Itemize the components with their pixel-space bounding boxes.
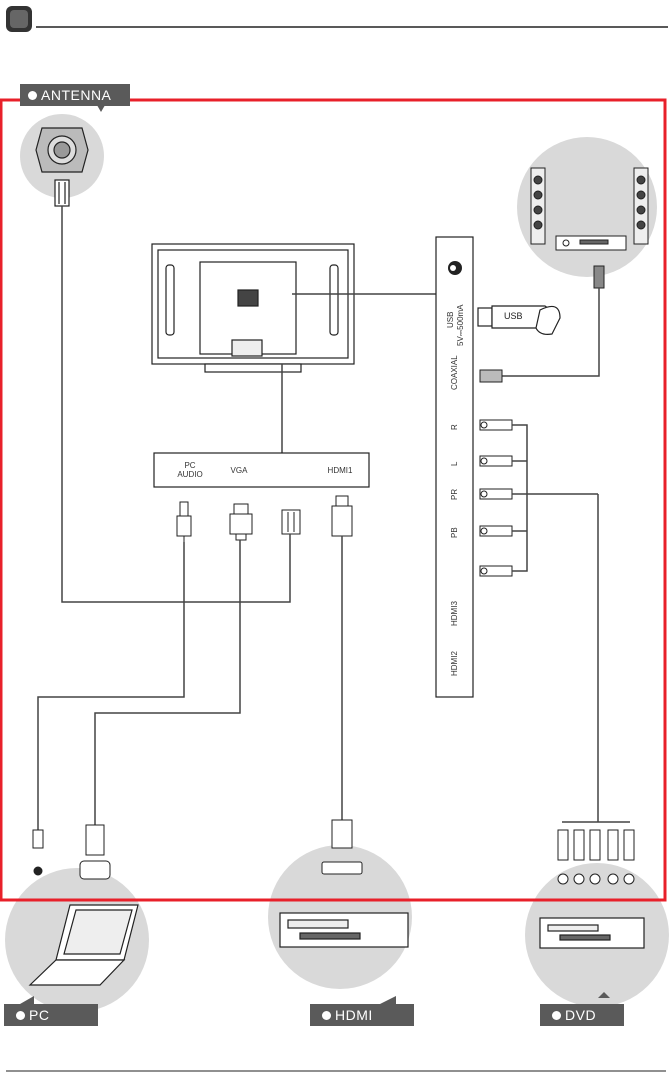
hdmi-plug-icon (332, 496, 352, 536)
port-pc-audio-line1: PC (170, 461, 210, 470)
hdmi-tag-pointer (380, 996, 396, 1004)
port-hdmi1: HDMI1 (320, 466, 360, 475)
headphone-jack-icon (448, 261, 462, 275)
rca-connectors-right (480, 370, 512, 576)
port-usb: USB (446, 312, 455, 328)
pc-audio-plug-icon (177, 502, 191, 542)
port-usb-rating: 5V⎓500mA (456, 304, 466, 346)
dvd-label-text: DVD (565, 1007, 596, 1023)
dvd-label: DVD (540, 1004, 624, 1026)
port-pc-audio-line2: AUDIO (170, 470, 210, 479)
bullet-icon (322, 1011, 331, 1020)
port-r: R (450, 424, 459, 430)
header-badge-inner (10, 10, 28, 28)
vga-plug-icon (230, 504, 252, 540)
component-cable-bundle (512, 425, 598, 822)
tv-rear-icon (152, 244, 354, 372)
pc-label-text: PC (29, 1007, 49, 1023)
port-vga: VGA (222, 466, 256, 475)
vga-cable (95, 540, 240, 825)
pc-label: PC (4, 1004, 98, 1026)
port-pb: PB (450, 527, 459, 538)
port-hdmi3: HDMI3 (450, 601, 459, 626)
antenna-label-text: ANTENNA (41, 87, 111, 103)
pc-tag-pointer (20, 996, 34, 1004)
pc-audio-cable (38, 542, 184, 830)
bullet-icon (552, 1011, 561, 1020)
port-pr: PR (450, 489, 459, 500)
bullet-icon (28, 91, 37, 100)
hdmi-device-icon (280, 913, 408, 947)
port-pc-audio: PC AUDIO (170, 461, 210, 479)
usb-stick-text: USB (504, 311, 523, 321)
dvd-device-icon (540, 918, 644, 948)
side-port-panel (436, 237, 473, 697)
hdmi-label: HDMI (310, 1004, 414, 1026)
port-hdmi2: HDMI2 (450, 651, 459, 676)
antenna-label: ANTENNA (20, 84, 130, 106)
antenna-plug-icon (282, 510, 300, 534)
port-coaxial: COAXIAL (450, 355, 459, 390)
bullet-icon (16, 1011, 25, 1020)
antenna-connector-icon (36, 128, 88, 206)
hdmi-label-text: HDMI (335, 1007, 373, 1023)
port-l: L (450, 462, 459, 466)
